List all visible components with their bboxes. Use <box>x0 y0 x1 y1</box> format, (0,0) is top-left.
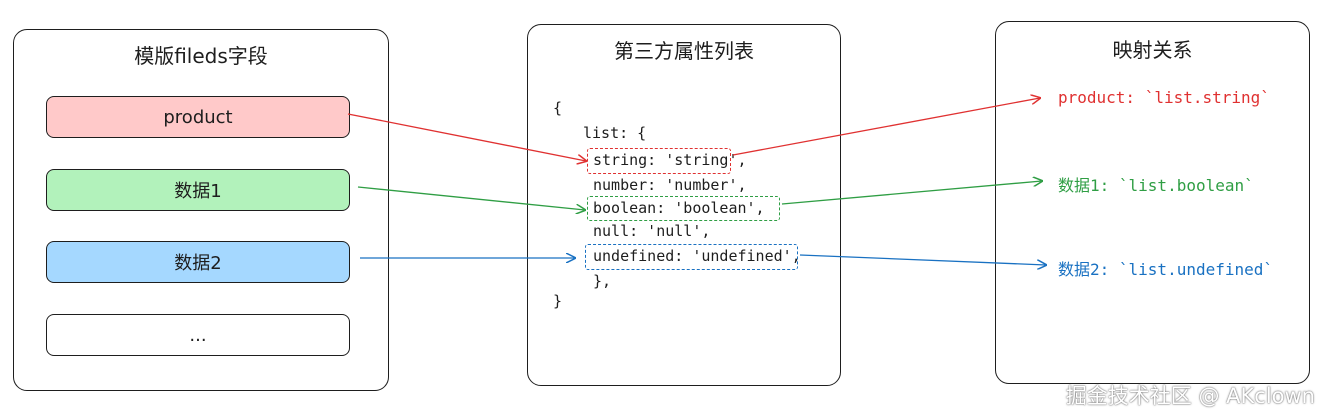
mapping-data2: 数据2: `list.undefined` <box>1058 260 1274 279</box>
mapping-product: product: `list.string` <box>1058 88 1270 107</box>
mapping-title: 映射关系 <box>1112 38 1193 62</box>
field-ellipsis-label: ... <box>189 324 207 346</box>
code-line-open-brace: { <box>553 99 563 117</box>
code-line-number: number: 'number', <box>593 176 747 194</box>
highlight-undefined <box>585 244 798 270</box>
code-line-undefined: undefined: 'undefined', <box>593 247 801 265</box>
code-line-boolean: boolean: 'boolean', <box>593 199 765 217</box>
code-line-list: list: { <box>583 124 647 142</box>
field-data1-label: 数据1 <box>174 181 222 202</box>
arrow-data1-to-boolean <box>357 186 585 210</box>
field-data1: 数据1 <box>46 169 350 211</box>
field-data2: 数据2 <box>46 241 350 283</box>
field-ellipsis: ... <box>46 314 350 356</box>
template-fields-title: 模版fileds字段 <box>134 44 268 68</box>
code-line-null: null: 'null', <box>593 222 711 240</box>
field-product-label: product <box>163 106 233 128</box>
code-line-close-list: }, <box>593 272 612 290</box>
watermark: 掘金技术社区 @ AKclown <box>1065 384 1315 408</box>
highlight-boolean <box>587 196 780 221</box>
arrow-product-to-string <box>347 113 586 161</box>
mapping-panel: 映射关系 <box>995 21 1310 384</box>
field-data2-label: 数据2 <box>174 253 222 274</box>
arrow-undefined-to-mapping <box>799 254 1046 265</box>
field-product: product <box>46 96 350 138</box>
arrow-string-to-mapping <box>732 98 1040 156</box>
arrow-boolean-to-mapping <box>781 181 1042 205</box>
code-line-close-brace: } <box>553 292 563 310</box>
code-line-string: string: 'string', <box>593 151 747 169</box>
third-party-title: 第三方属性列表 <box>614 39 754 63</box>
mapping-data1: 数据1: `list.boolean` <box>1058 176 1254 195</box>
